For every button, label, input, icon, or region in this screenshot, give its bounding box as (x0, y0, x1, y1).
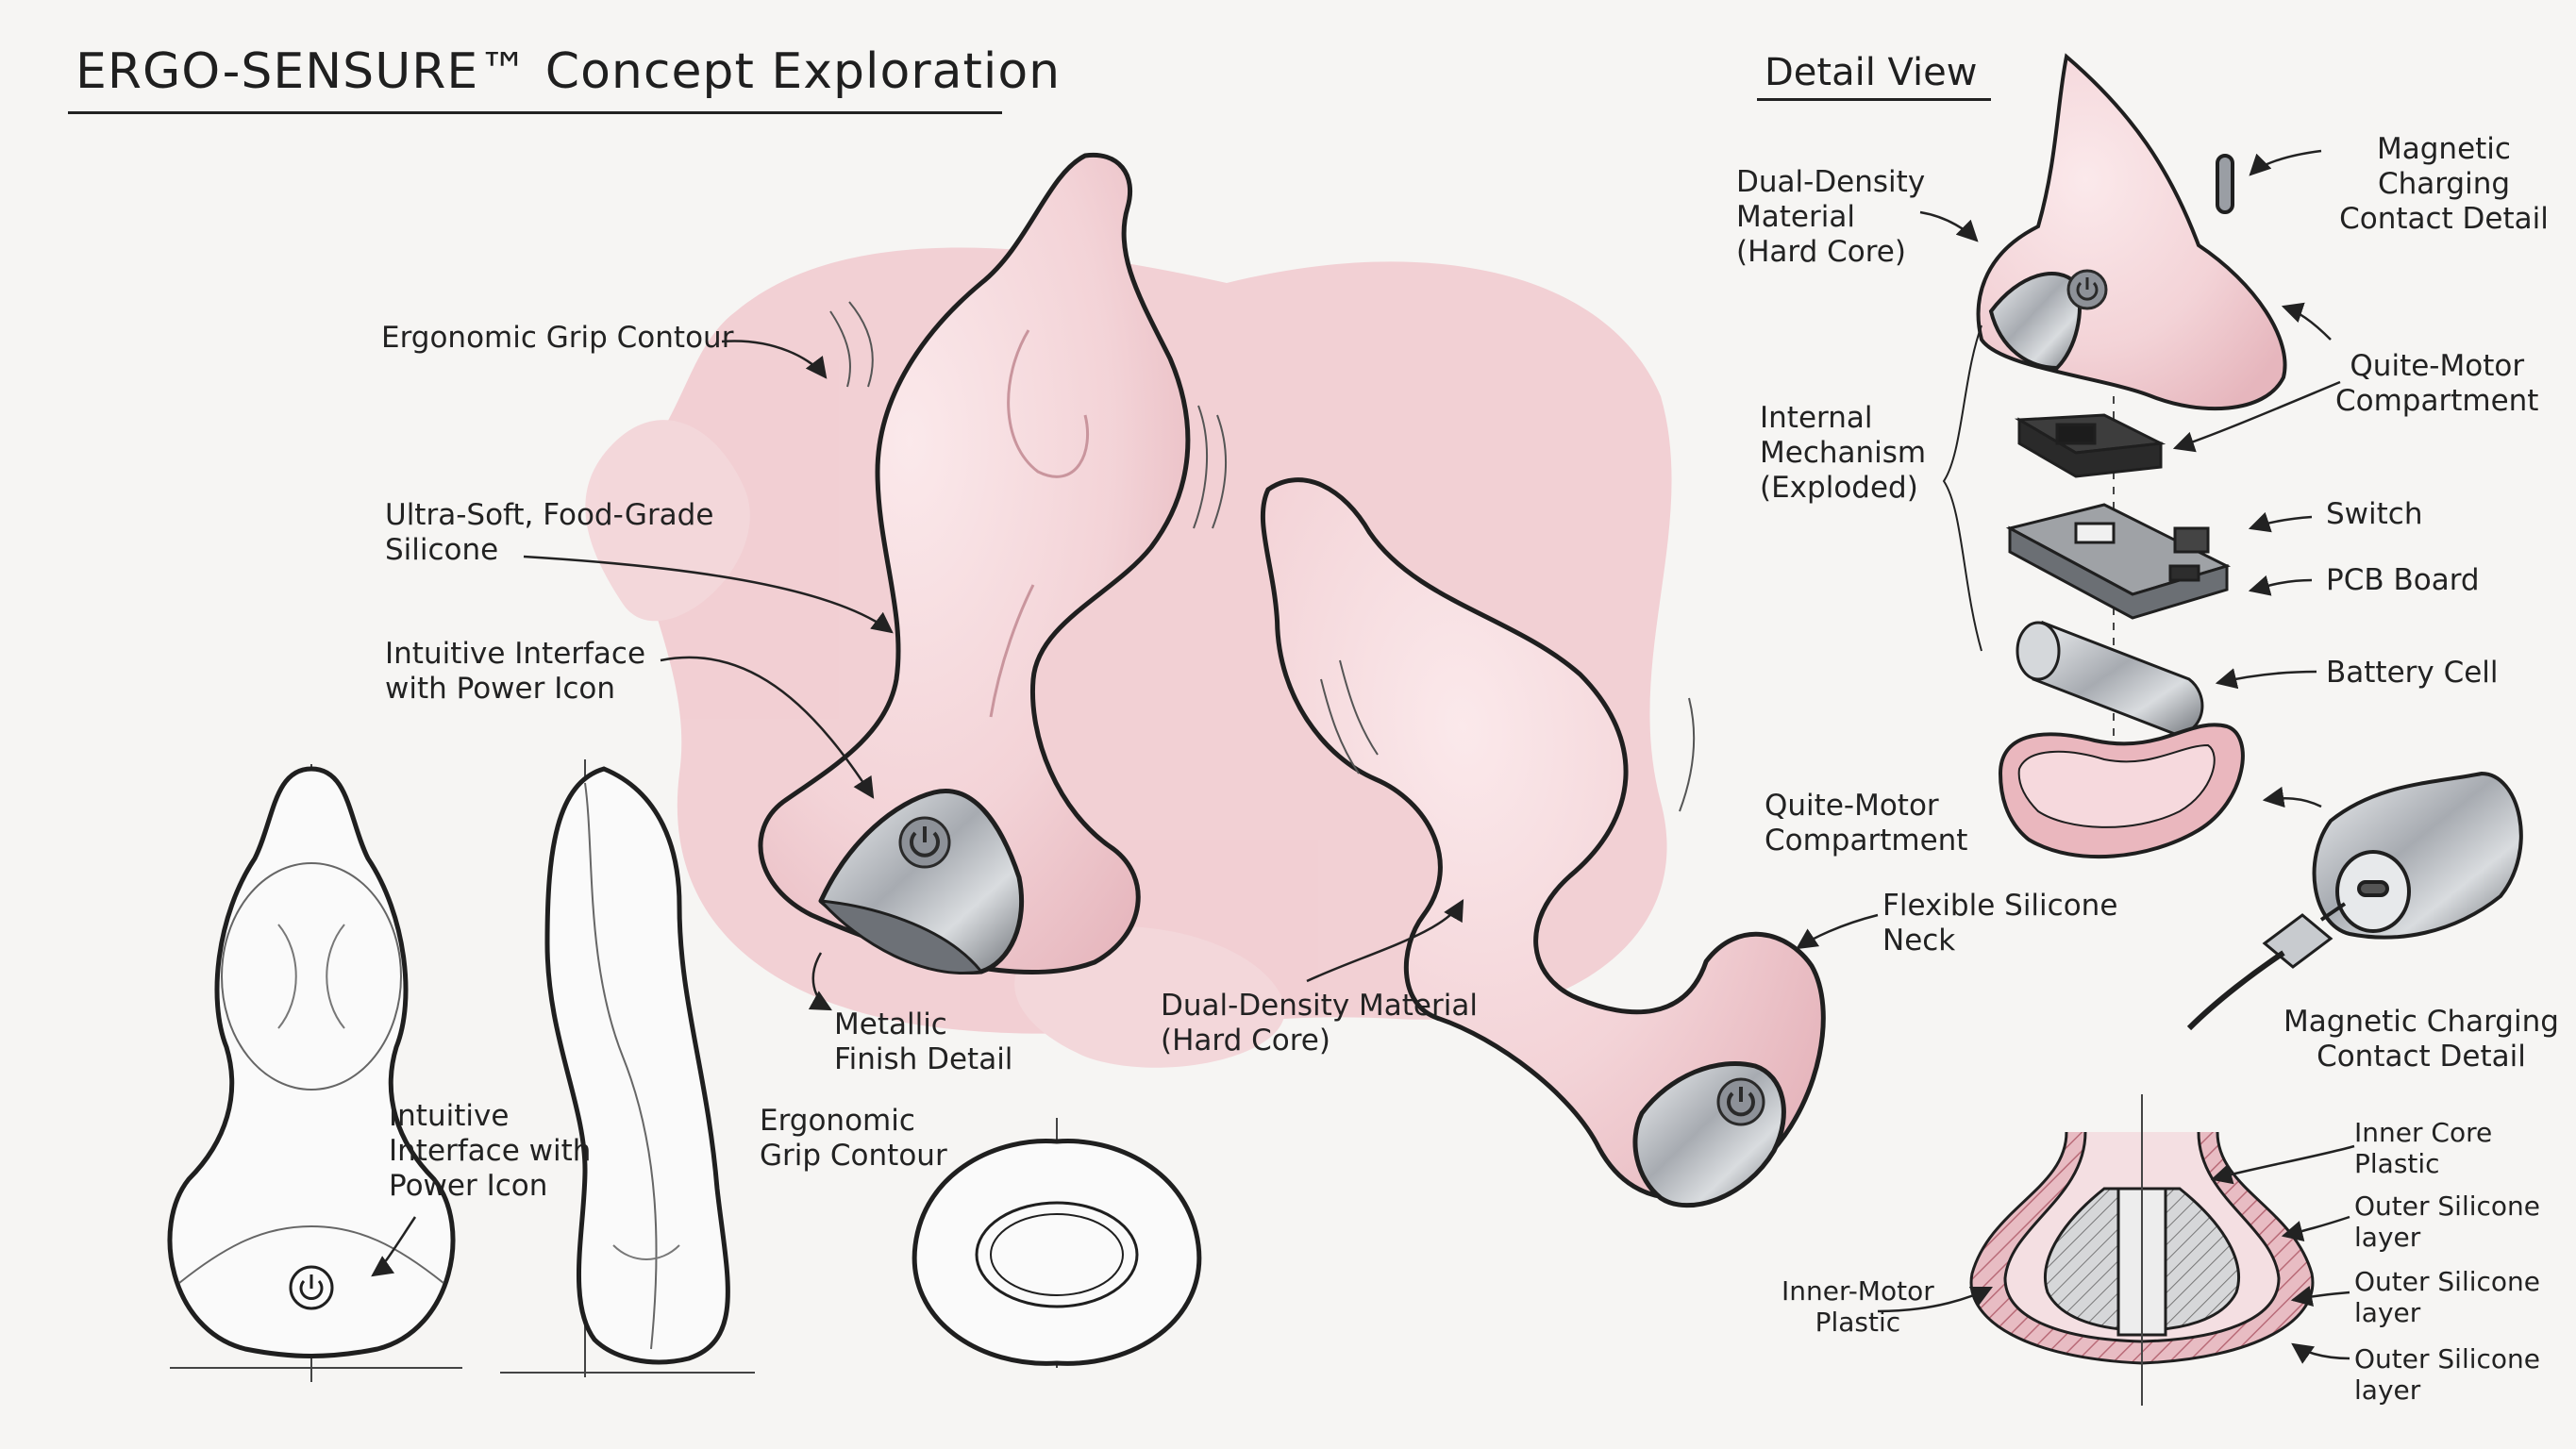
detail-top-body (1976, 53, 2287, 411)
label-outer-silicone-1: Outer Silicone layer (2354, 1191, 2541, 1253)
label-magnetic-charging-top: Magnetic Charging Contact Detail (2339, 132, 2549, 236)
battery-cell (2016, 620, 2204, 738)
label-ergonomic-grip-main: Ergonomic Grip Contour (381, 321, 734, 355)
label-switch: Switch (2326, 497, 2423, 531)
label-inner-core-plastic: Inner Core Plastic (2354, 1117, 2493, 1179)
power-icon (898, 816, 951, 869)
detail-view-underline (1757, 98, 1991, 101)
motion-lines-right (1320, 659, 1696, 812)
side-view-outline (500, 759, 755, 1377)
leader-lines (371, 149, 2355, 1364)
power-icon (1716, 1077, 1765, 1126)
detail-view-title: Detail View (1765, 51, 1978, 94)
label-outer-silicone-3: Outer Silicone layer (2354, 1343, 2541, 1406)
page-title: ERGO-SENSURE™ Concept Exploration (75, 43, 1062, 100)
label-flexible-neck: Flexible Silicone Neck (1882, 889, 2118, 958)
label-battery-cell: Battery Cell (2326, 656, 2499, 690)
label-dual-density-detail: Dual-Density Material (Hard Core) (1736, 165, 1926, 269)
motion-lines-left (829, 301, 1228, 529)
usb-cable-icon (2186, 902, 2347, 1031)
power-icon (2066, 269, 2108, 310)
label-pcb-board: PCB Board (2326, 563, 2480, 597)
label-quite-motor-bottom: Quite-Motor Compartment (1765, 789, 1968, 858)
label-intuitive-interface-front: Intuitive Interface with Power Icon (389, 1099, 592, 1203)
switch-part (2014, 413, 2166, 478)
pcb-board (2005, 503, 2232, 620)
label-ultra-soft-silicone: Ultra-Soft, Food-Grade Silicone (385, 498, 714, 567)
label-inner-motor-plastic: Inner-Motor Plastic (1781, 1275, 1934, 1338)
label-dual-density-main: Dual-Density Material (Hard Core) (1161, 989, 1478, 1058)
label-internal-mechanism: Internal Mechanism (Exploded) (1760, 401, 1927, 505)
label-intuitive-interface-main: Intuitive Interface with Power Icon (385, 637, 646, 706)
label-magnetic-charging-bottom: Magnetic Charging Contact Detail (2283, 1005, 2559, 1074)
front-view-outline (167, 764, 462, 1382)
cross-section (1969, 1094, 2315, 1406)
charging-port-icon (2312, 771, 2523, 940)
label-quite-motor-top: Quite-Motor Compartment (2335, 349, 2539, 418)
label-metallic-finish: Metallic Finish Detail (834, 1008, 1013, 1076)
label-outer-silicone-2: Outer Silicone layer (2354, 1266, 2541, 1328)
main-render-left (758, 152, 1191, 974)
motor-compartment-tray (1998, 723, 2245, 859)
bottom-view-outline (912, 1118, 1202, 1368)
title-underline (68, 111, 1002, 114)
label-ergonomic-grip-side: Ergonomic Grip Contour (760, 1104, 947, 1173)
